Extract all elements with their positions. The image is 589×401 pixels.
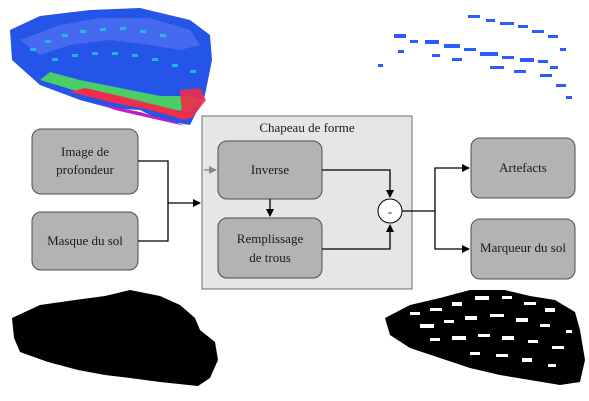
artifacts-box: Artefacts: [470, 137, 576, 199]
arrow-to-ground-marker: [434, 211, 470, 253]
arrow-to-artifacts: [434, 164, 470, 211]
arrow-fill-to-operator: [322, 224, 394, 250]
depth-heatmap-image: [10, 8, 212, 126]
arrow-inverse-to-operator: [322, 169, 394, 198]
line-mask-to-merge: [138, 203, 169, 242]
ground-mask-image: [12, 290, 218, 386]
ground-marker-label: Marqueur du sol: [480, 240, 566, 255]
ground-marker-box: Marqueur du sol: [470, 218, 576, 280]
artifact-mask-image: [385, 290, 585, 385]
artifacts-label: Artefacts: [499, 160, 547, 175]
inverse-label: Inverse: [251, 162, 289, 177]
ground-mask-box: Masque du sol: [31, 211, 139, 271]
depth-image-box: Image de profondeur: [31, 128, 139, 195]
inverse-box: Inverse: [217, 140, 323, 200]
depth-image-label-line2: profondeur: [56, 162, 114, 177]
depth-image-label-line1: Image de: [61, 144, 109, 159]
arrow-depth-to-group: [138, 160, 201, 207]
subtraction-symbol: -: [388, 204, 392, 219]
group-title: Chapeau de forme: [259, 120, 355, 135]
hole-filling-label-line1: Remplissage: [237, 231, 304, 246]
ground-mask-label: Masque du sol: [47, 233, 123, 248]
ground-marker-points-image: [378, 15, 572, 99]
connectors: [138, 160, 470, 253]
hole-filling-box: Remplissage de trous: [217, 217, 323, 279]
subtraction-operator: -: [377, 198, 403, 224]
hole-filling-label-line2: de trous: [249, 250, 291, 265]
